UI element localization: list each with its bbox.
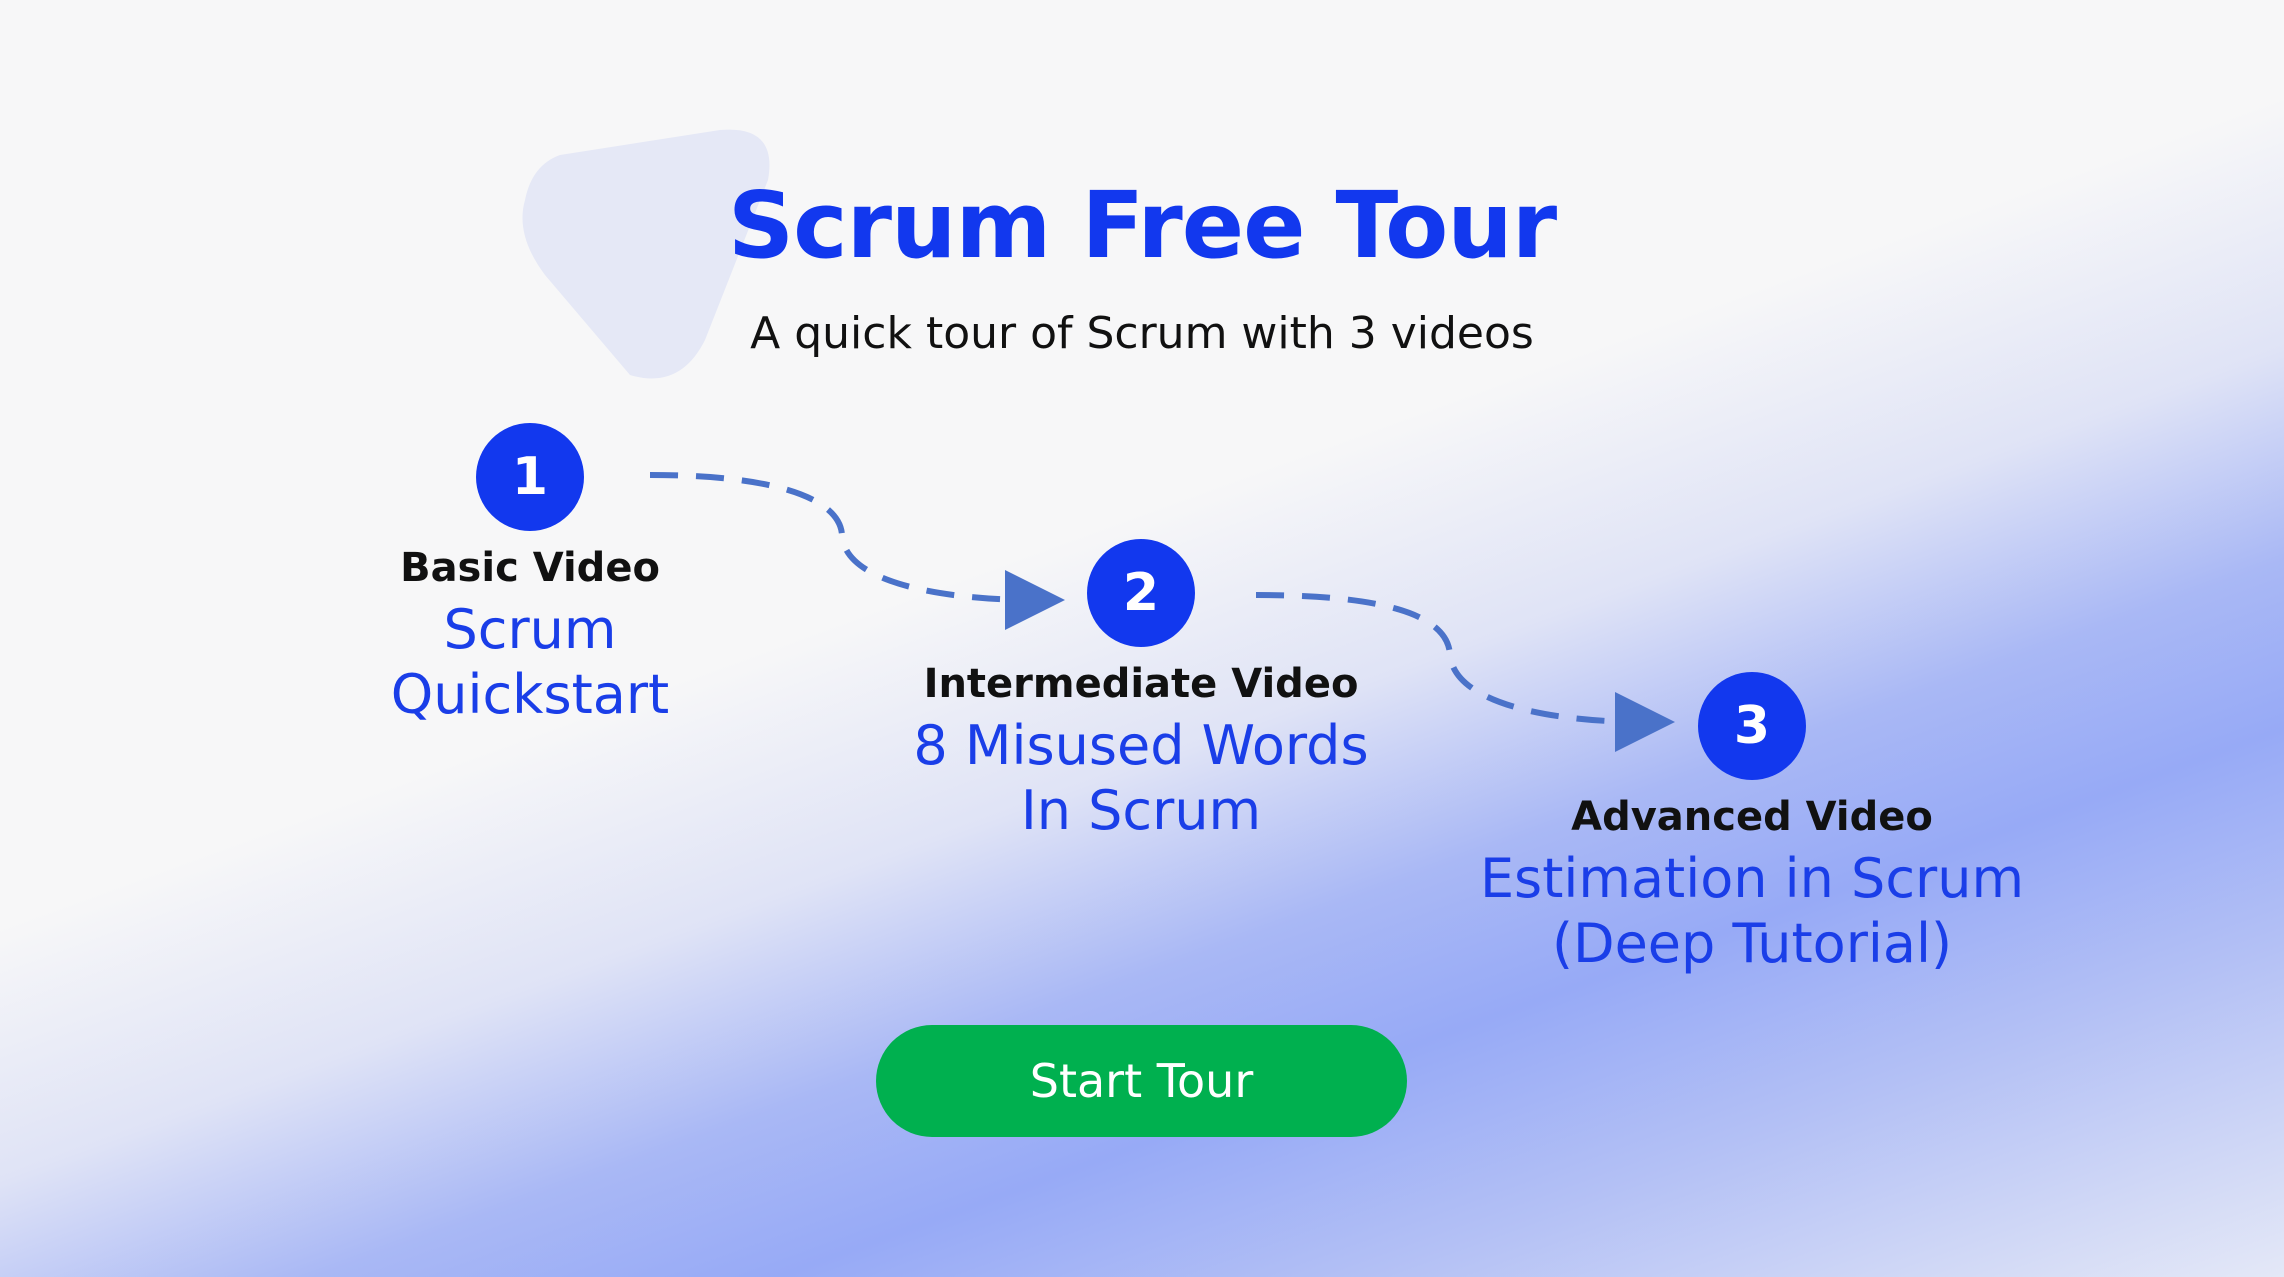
step-video-title[interactable]: Scrum Quickstart xyxy=(210,597,850,727)
start-tour-button[interactable]: Start Tour xyxy=(876,1025,1407,1137)
page-title: Scrum Free Tour xyxy=(727,172,1557,279)
step-level-label: Basic Video xyxy=(400,545,660,591)
dashed-arrow-icon xyxy=(1255,592,1675,752)
tour-step-basic: 1 Basic Video Scrum Quickstart xyxy=(210,423,850,727)
step-number-badge: 2 xyxy=(1087,539,1195,647)
step-title-line: Scrum xyxy=(443,598,617,661)
step-title-line: 8 Misused Words xyxy=(913,714,1369,777)
page-subtitle: A quick tour of Scrum with 3 videos xyxy=(750,308,1534,359)
step-number-badge: 3 xyxy=(1698,672,1806,780)
step-number-badge: 1 xyxy=(476,423,584,531)
step-title-line: (Deep Tutorial) xyxy=(1551,912,1953,975)
step-title-line: In Scrum xyxy=(1020,779,1262,842)
dashed-arrow-icon xyxy=(649,472,1065,630)
tour-step-advanced: 3 Advanced Video Estimation in Scrum (De… xyxy=(1432,672,2072,976)
step-title-line: Estimation in Scrum xyxy=(1479,847,2025,910)
step-level-label: Advanced Video xyxy=(1571,794,1933,840)
step-video-title[interactable]: Estimation in Scrum (Deep Tutorial) xyxy=(1432,846,2072,976)
step-title-line: Quickstart xyxy=(390,663,670,726)
tour-step-intermediate: 2 Intermediate Video 8 Misused Words In … xyxy=(821,539,1461,843)
step-video-title[interactable]: 8 Misused Words In Scrum xyxy=(821,713,1461,843)
step-level-label: Intermediate Video xyxy=(923,661,1359,707)
play-triangle-icon xyxy=(522,129,770,379)
